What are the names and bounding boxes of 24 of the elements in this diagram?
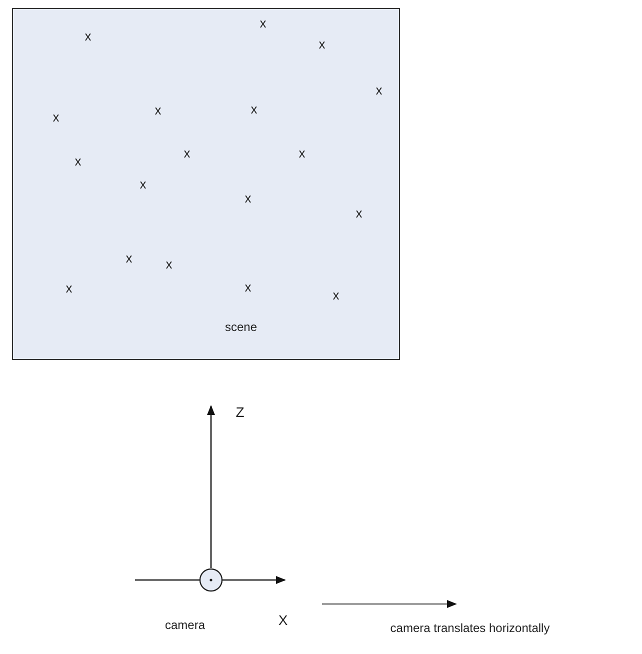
point-mark: x xyxy=(356,206,362,220)
scene-panel xyxy=(12,8,400,360)
point-mark: x xyxy=(318,38,326,50)
point-mark: x xyxy=(244,280,252,294)
point-mark: x xyxy=(376,84,382,96)
point-mark: x xyxy=(52,110,60,124)
point-mark: x xyxy=(298,146,306,160)
point-mark: x xyxy=(166,258,172,270)
camera-label: camera xyxy=(165,619,205,631)
point-mark: x xyxy=(140,178,146,190)
point-mark: x xyxy=(184,146,190,160)
scene-label: scene xyxy=(224,321,258,333)
point-mark: x xyxy=(74,154,82,168)
point-mark: x xyxy=(260,16,266,30)
point-mark: x xyxy=(250,102,258,116)
point-mark: x xyxy=(244,192,252,204)
axis-label: Z xyxy=(236,405,244,419)
point-mark: x xyxy=(154,104,162,116)
point-mark: x xyxy=(126,252,132,264)
axis-label: X xyxy=(278,613,288,627)
point-mark: x xyxy=(84,30,92,42)
point-mark: x xyxy=(66,282,72,294)
motion-caption: camera translates horizontally xyxy=(390,622,550,634)
point-mark: x xyxy=(332,288,340,302)
